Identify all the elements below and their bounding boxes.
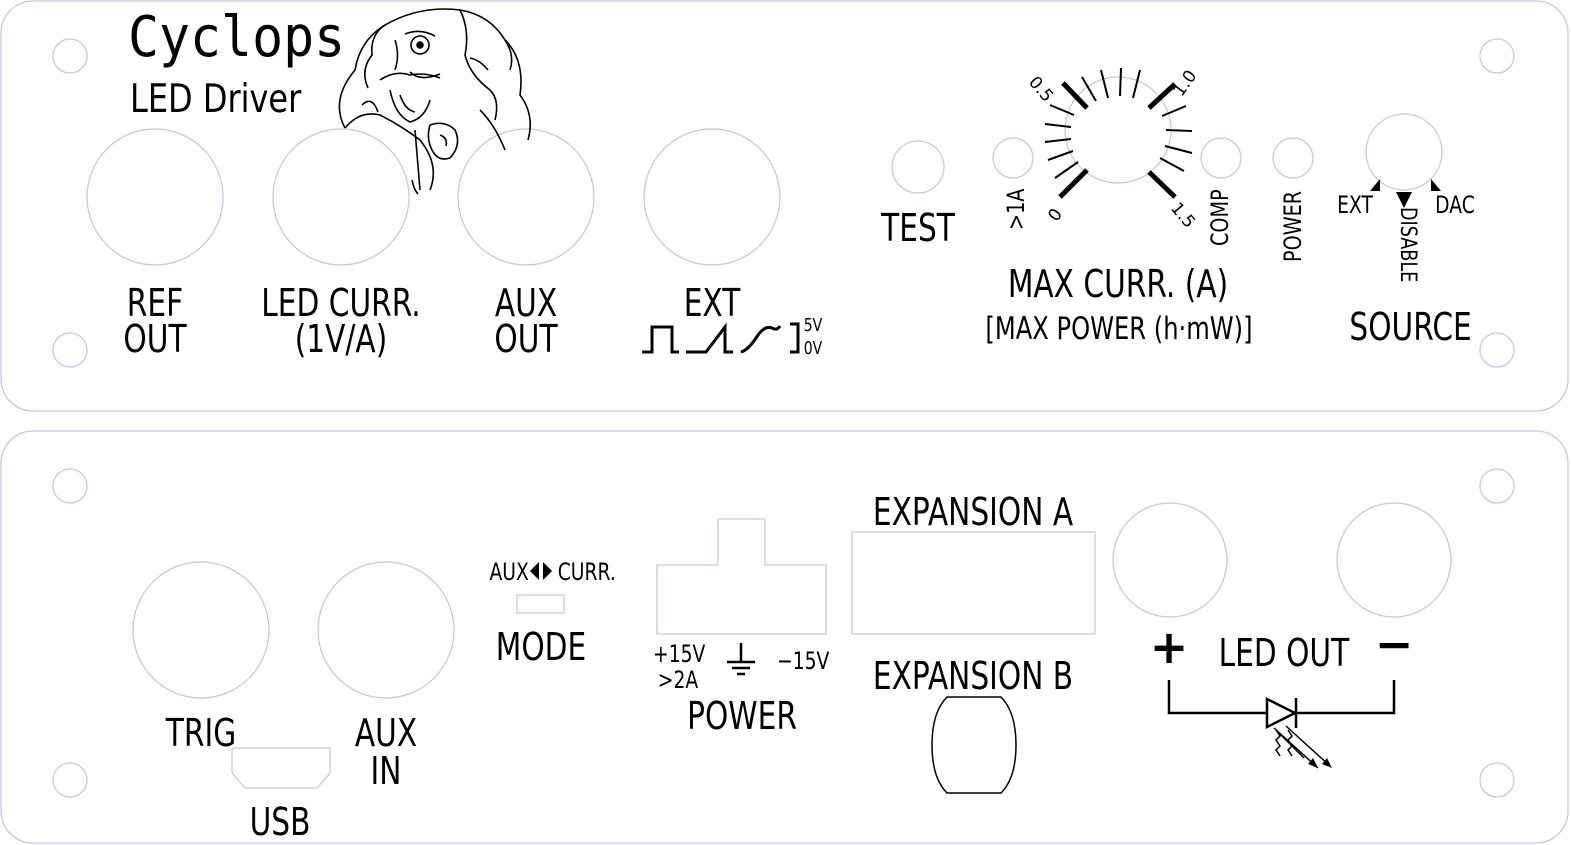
brand-subtitle: LED Driver [130, 77, 302, 122]
mode-label: MODE [495, 625, 587, 669]
back-panel [0, 430, 1569, 844]
test-button [891, 140, 945, 194]
aux-out-jack [457, 128, 595, 266]
trig-label: TRIG [165, 711, 237, 755]
aux-in-label-line1: AUX [354, 711, 418, 755]
source-ext-label: EXT [1337, 191, 1373, 219]
source-switch-arrows [1370, 179, 1441, 208]
mount-hole [1479, 38, 1515, 74]
power-led-label: POWER [1279, 190, 1307, 262]
mount-hole [1479, 468, 1515, 504]
mode-direction-arrows [530, 562, 552, 580]
aux-in-label-line2: IN [370, 749, 402, 793]
power-led [1272, 137, 1314, 179]
over-1a-label: >1A [1002, 188, 1030, 230]
source-switch [1365, 113, 1443, 191]
power-plus-label: +15V [653, 640, 706, 668]
power-minus-label: −15V [777, 647, 830, 675]
ref-out-jack [86, 128, 224, 266]
over-1a-led [992, 137, 1034, 179]
max-curr-label: MAX CURR. (A) [1007, 262, 1229, 306]
ext-level-low: 0V [803, 338, 823, 359]
ext-level-high: 5V [803, 315, 823, 336]
mount-hole [52, 38, 88, 74]
aux-out-label-line2: OUT [494, 317, 558, 361]
mount-hole [1479, 332, 1515, 368]
source-dac-label: DAC [1435, 191, 1475, 219]
cyclops-mascot-illustration [338, 8, 531, 195]
front-panel [0, 0, 1569, 412]
led-out-minus-label: − [1374, 617, 1414, 671]
current-knob [1064, 76, 1172, 184]
mount-hole [1479, 762, 1515, 798]
brand-title: Cyclops [128, 5, 346, 70]
ref-out-label-line2: OUT [123, 317, 187, 361]
expansion-a-label: EXPANSION A [872, 490, 1074, 534]
led-curr-label-line2: (1V/A) [294, 317, 388, 361]
knob-scale [1044, 67, 1193, 199]
power-connector [656, 518, 827, 635]
led-out-plus-label: + [1149, 620, 1189, 674]
ground-icon [727, 643, 755, 676]
ext-jack [643, 128, 781, 266]
ext-label: EXT [683, 281, 741, 325]
usb-label: USB [249, 800, 311, 844]
mount-hole [52, 762, 88, 798]
aux-in-jack [317, 561, 455, 699]
expansion-b-port [931, 696, 1017, 794]
led-out-label: LED OUT [1218, 631, 1350, 675]
comp-led [1200, 137, 1242, 179]
led-curr-label-line1: LED CURR. [261, 281, 421, 325]
usb-port [231, 747, 331, 789]
mode-curr-label: CURR. [557, 558, 616, 586]
led-out-minus-jack [1336, 502, 1452, 618]
ref-out-label-line1: REF [126, 281, 184, 325]
source-disable-label: DISABLE [1395, 207, 1420, 283]
led-diode-icon [1167, 680, 1396, 769]
test-label: TEST [881, 206, 955, 250]
led-out-plus-jack [1112, 502, 1228, 618]
expansion-b-label: EXPANSION B [872, 654, 1074, 698]
comp-label: COMP [1206, 189, 1234, 246]
aux-out-label-line1: AUX [494, 281, 558, 325]
expansion-a-port [851, 531, 1096, 635]
led-curr-jack [272, 128, 410, 266]
source-label: SOURCE [1349, 305, 1472, 349]
mount-hole [52, 332, 88, 368]
mount-hole [52, 468, 88, 504]
max-power-label: [MAX POWER (h·mW)] [985, 311, 1253, 347]
power-label: POWER [687, 694, 797, 738]
mode-aux-label: AUX [489, 558, 529, 586]
ext-waveform-icons [642, 322, 800, 354]
trig-jack [132, 561, 270, 699]
mode-switch [516, 594, 565, 614]
power-current-label: >2A [657, 666, 699, 694]
